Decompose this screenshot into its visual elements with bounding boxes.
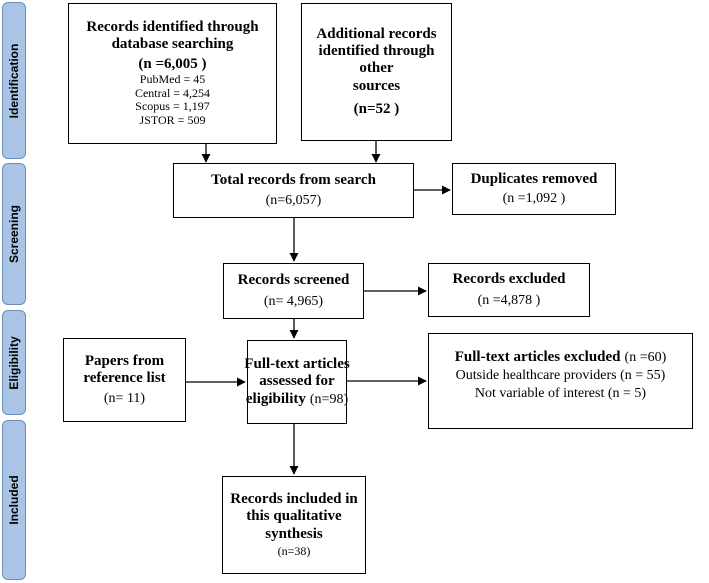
fulltext-excluded-box: Full-text articles excluded (n =60) Outs… (428, 333, 693, 429)
reference-list-box: Papers from reference list (n= 11) (63, 338, 186, 422)
records-excluded-title: Records excluded (452, 271, 566, 288)
other-sources-count: (n=52 ) (353, 100, 400, 117)
source-scopus: Scopus = 1,197 (135, 99, 210, 114)
records-screened-title: Records screened (237, 272, 350, 289)
phase-screening: Screening (2, 163, 26, 305)
source-central: Central = 4,254 (134, 85, 211, 100)
other-sources-title-1: Additional records (316, 25, 437, 42)
fulltext-assessed-box: Full-text articles assessed for eligibil… (244, 340, 350, 424)
duplicates-removed-title: Duplicates removed (470, 170, 598, 187)
other-sources-title-2: identified through other (318, 43, 435, 77)
phase-eligibility: Eligibility (2, 310, 26, 415)
fulltext-assessed-title-2: assessed for (259, 372, 335, 389)
fulltext-assessed-count: (n=98) (309, 392, 349, 408)
included-box: Records included in this qualitative syn… (222, 476, 366, 574)
fulltext-excluded-reason-1: Outside healthcare providers (n = 55) (455, 368, 666, 384)
duplicates-removed-box: Duplicates removed (n =1,092 ) (452, 163, 616, 215)
included-title-2: this qualitative (246, 508, 342, 525)
total-records-count: (n=6,057) (265, 192, 322, 208)
fulltext-excluded-title: Full-text articles excluded (454, 349, 621, 365)
included-count: (n=38) (277, 543, 311, 558)
phase-identification: Identification (2, 2, 26, 159)
fulltext-excluded-count: (n =60) (624, 350, 667, 365)
other-sources-title-3: sources (352, 77, 401, 94)
fulltext-assessed-line-3: eligibility (n=98) (246, 390, 348, 408)
source-jstor: JSTOR = 509 (139, 113, 206, 128)
reference-list-title-2: reference list (83, 370, 166, 387)
duplicates-removed-count: (n =1,092 ) (502, 191, 566, 207)
database-search-title-2: database searching (111, 36, 234, 53)
records-excluded-count: (n =4,878 ) (477, 292, 541, 308)
database-search-title-1: Records identified through (86, 19, 259, 36)
database-search-box: Records identified through database sear… (68, 3, 277, 144)
source-pubmed: PubMed = 45 (139, 71, 206, 86)
fulltext-assessed-title-1: Full-text articles (244, 355, 350, 372)
fulltext-excluded-reason-2: Not variable of interest (n = 5) (474, 386, 647, 402)
included-title-3: synthesis (265, 525, 323, 542)
records-screened-count: (n= 4,965) (263, 293, 324, 309)
included-title-1: Records included in (230, 491, 358, 508)
other-sources-box: Additional records identified through ot… (301, 3, 452, 141)
database-search-count: (n =6,005 ) (138, 55, 207, 72)
total-records-title: Total records from search (211, 172, 376, 189)
reference-list-count: (n= 11) (103, 390, 146, 406)
records-screened-box: Records screened (n= 4,965) (223, 263, 364, 319)
fulltext-assessed-title-3: eligibility (245, 391, 306, 408)
reference-list-title-1: Papers from (84, 353, 165, 370)
total-records-box: Total records from search (n=6,057) (173, 163, 414, 218)
phase-included: Included (2, 420, 26, 580)
fulltext-excluded-heading: Full-text articles excluded (n =60) (455, 348, 667, 366)
records-excluded-box: Records excluded (n =4,878 ) (428, 263, 590, 317)
